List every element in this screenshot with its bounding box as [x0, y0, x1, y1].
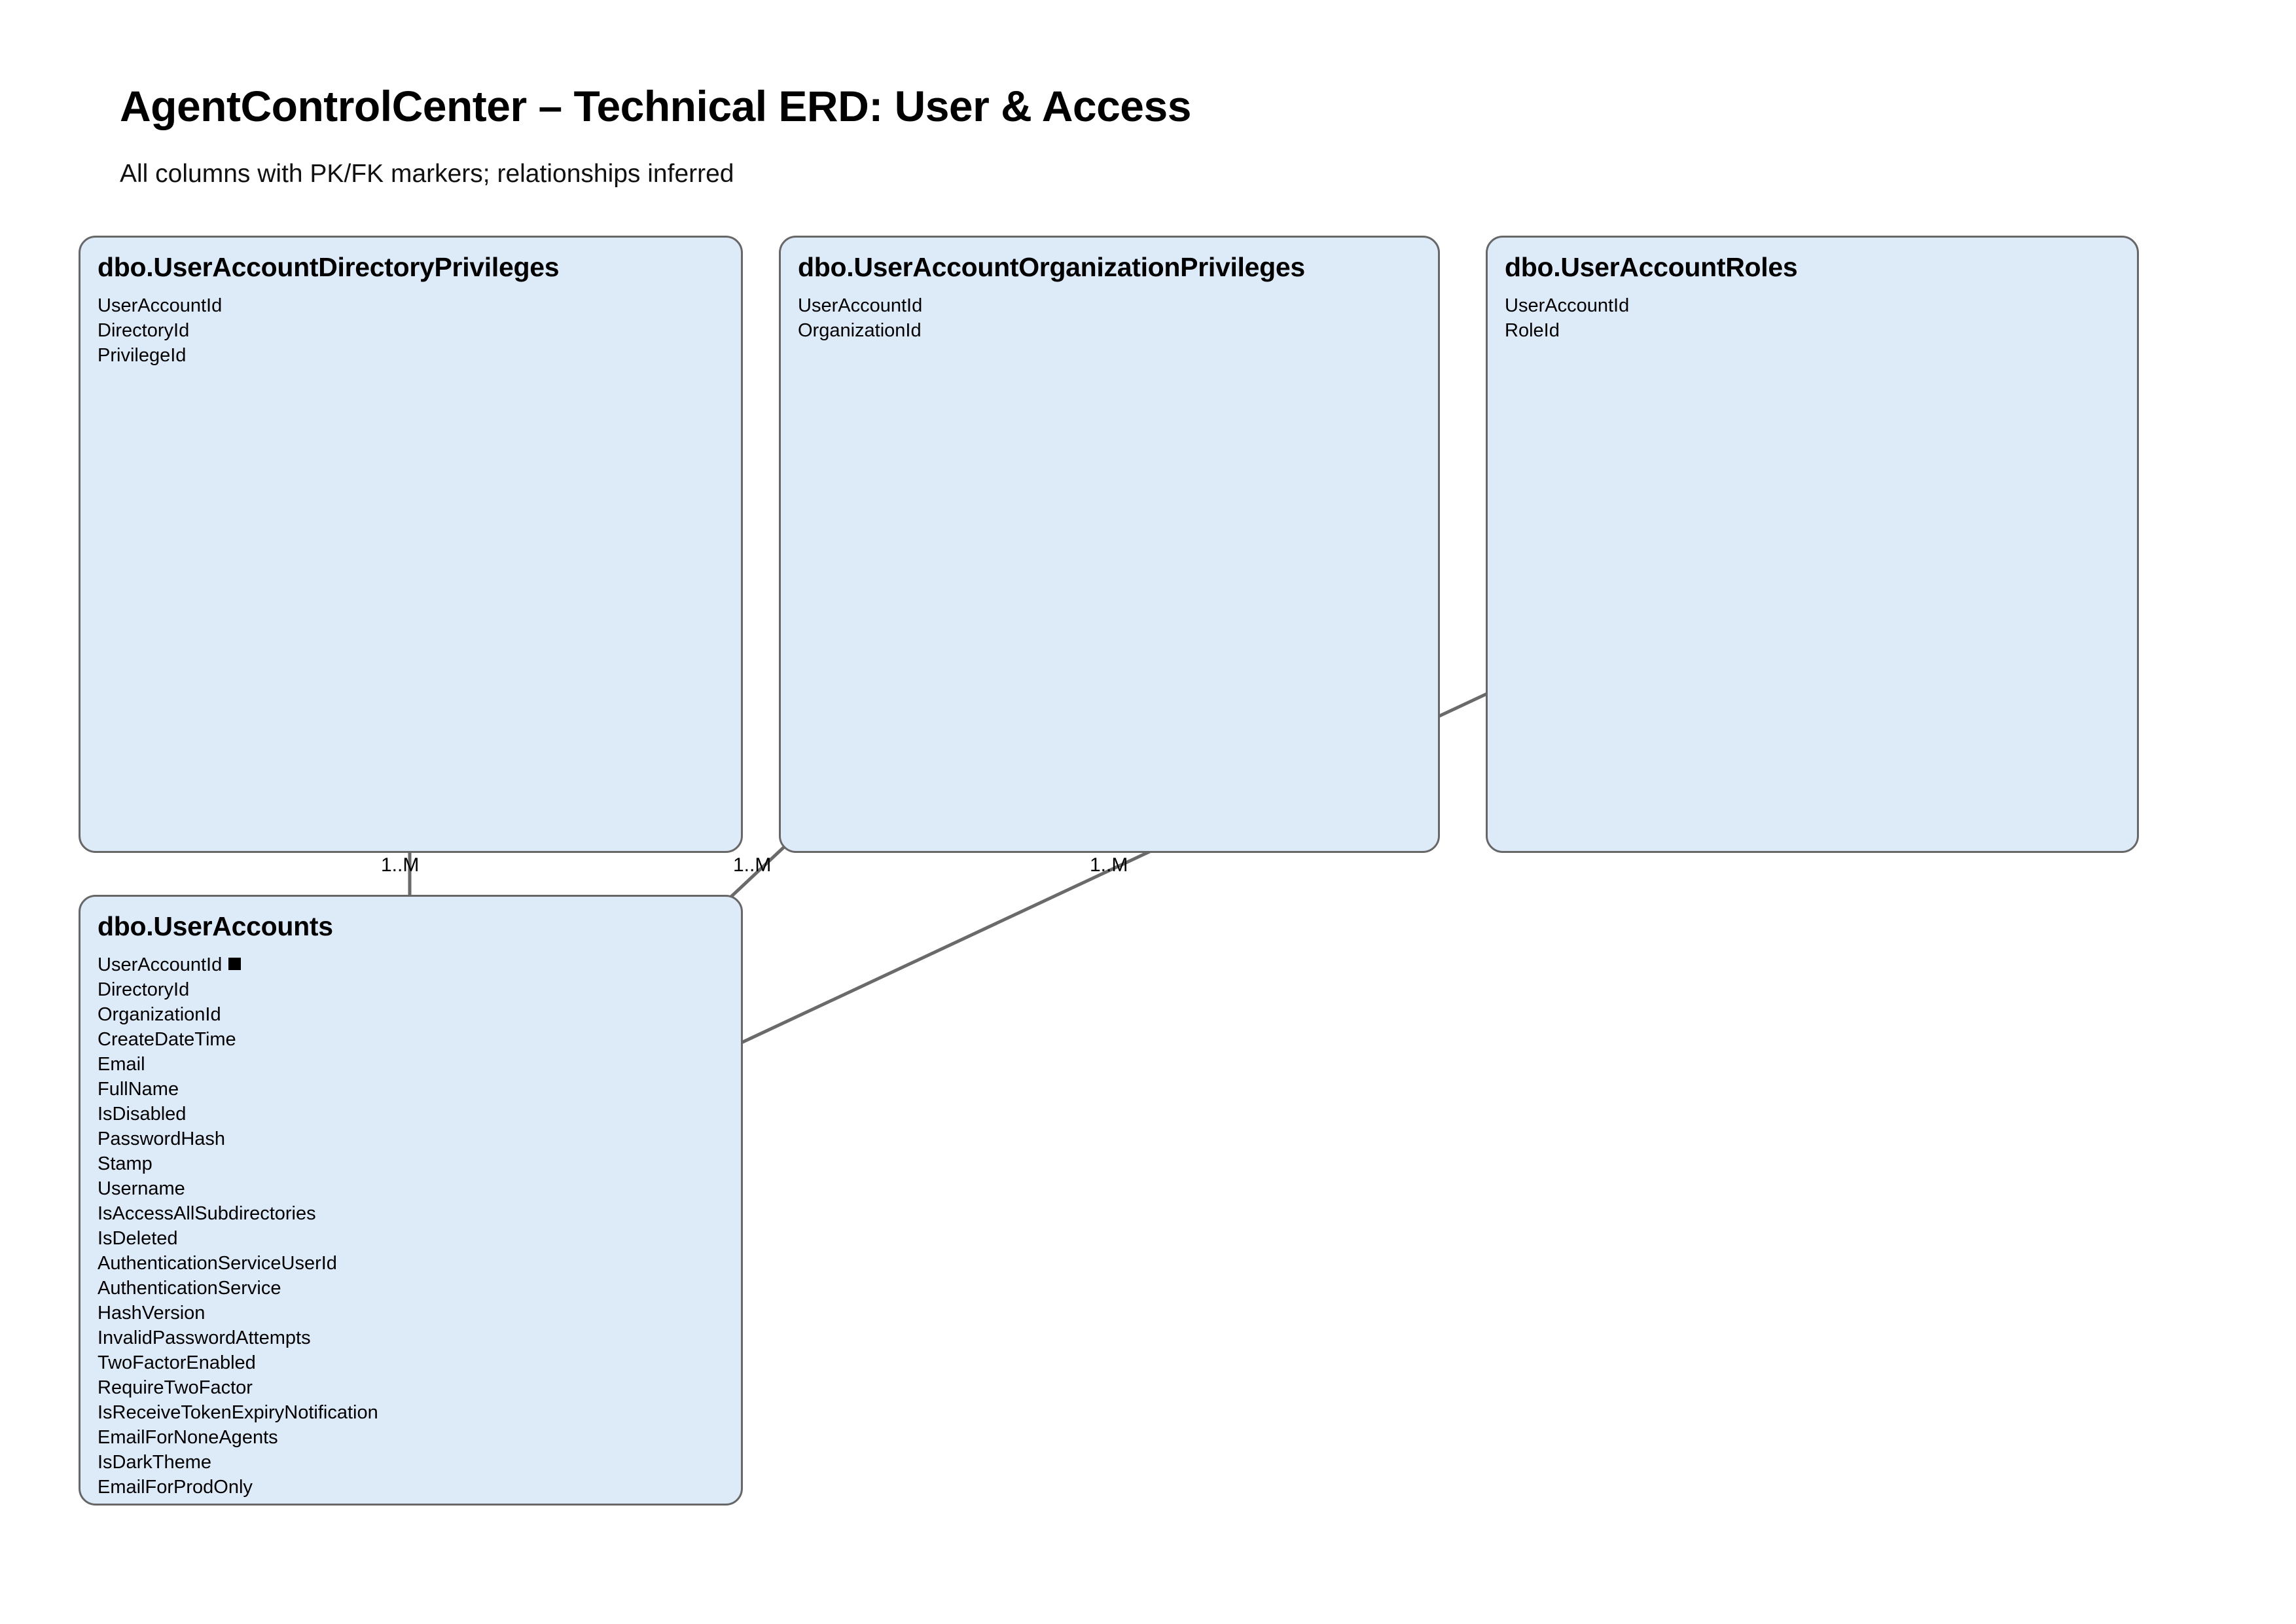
entity-title: dbo.UserAccounts — [98, 911, 333, 941]
column-row: RoleId — [1505, 318, 2133, 343]
column-name: TwoFactorEnabled — [98, 1352, 256, 1373]
column-row: PrivilegeId — [98, 343, 737, 368]
column-name: EmailForProdOnly — [98, 1477, 253, 1498]
column-name: HashVersion — [98, 1303, 206, 1324]
column-row: TwoFactorEnabled — [98, 1350, 737, 1375]
page-subtitle: All columns with PK/FK markers; relation… — [120, 160, 734, 188]
column-name: DirectoryId — [98, 979, 190, 1000]
cardinality-label-uadp: 1..M — [381, 854, 420, 876]
cardinality-label-uaop: 1..M — [733, 854, 772, 876]
column-name: IsReceiveTokenExpiryNotification — [98, 1402, 378, 1423]
column-name: IsDisabled — [98, 1104, 187, 1125]
column-row: HashVersion — [98, 1301, 737, 1326]
column-name: Username — [98, 1178, 185, 1199]
column-row: CreateDateTime — [98, 1027, 737, 1052]
column-row: IsDisabled — [98, 1102, 737, 1127]
column-row: Username — [98, 1176, 737, 1201]
column-name: RequireTwoFactor — [98, 1377, 253, 1398]
primary-key-marker-icon — [228, 958, 242, 970]
column-row: OrganizationId — [798, 318, 1434, 343]
column-name: UserAccountId — [98, 954, 223, 975]
column-name: AuthenticationServiceUserId — [98, 1253, 337, 1274]
column-name: DirectoryId — [98, 320, 190, 341]
column-name: RoleId — [1505, 320, 1560, 341]
entity-useraccountorganizationprivileges[interactable]: dbo.UserAccountOrganizationPrivileges Us… — [779, 236, 1440, 853]
column-row: OrganizationId — [98, 1002, 737, 1027]
column-row: IsReceiveTokenExpiryNotification — [98, 1400, 737, 1425]
cardinality-label-uar: 1..M — [1090, 854, 1128, 876]
column-row: InvalidPasswordAttempts — [98, 1326, 737, 1350]
column-name: AuthenticationService — [98, 1278, 281, 1299]
column-row: AuthenticationService — [98, 1276, 737, 1301]
page-title: AgentControlCenter – Technical ERD: User… — [120, 82, 1191, 130]
column-row: EmailForNoneAgents — [98, 1425, 737, 1450]
column-row: FullName — [98, 1077, 737, 1102]
column-row: AuthenticationServiceUserId — [98, 1251, 737, 1276]
column-row: IsDarkTheme — [98, 1450, 737, 1475]
column-name: IsDarkTheme — [98, 1452, 212, 1473]
column-row: RequireTwoFactor — [98, 1375, 737, 1400]
column-row: IsDeleted — [98, 1226, 737, 1251]
column-row: EmailForProdOnly — [98, 1475, 737, 1500]
column-name: IsAccessAllSubdirectories — [98, 1203, 316, 1224]
column-name: IsDeleted — [98, 1228, 178, 1249]
column-name: OrganizationId — [798, 320, 922, 341]
column-name: Email — [98, 1054, 145, 1075]
column-row: UserAccountId — [98, 952, 737, 977]
entity-title: dbo.UserAccountRoles — [1505, 252, 1798, 282]
column-row: Stamp — [98, 1151, 737, 1176]
column-row: UserAccountId — [98, 293, 737, 318]
column-name: InvalidPasswordAttempts — [98, 1327, 311, 1348]
column-name: OrganizationId — [98, 1004, 221, 1025]
column-row: DirectoryId — [98, 318, 737, 343]
column-row: Email — [98, 1052, 737, 1077]
column-name: PasswordHash — [98, 1128, 226, 1149]
column-name: UserAccountId — [98, 295, 223, 316]
column-row: PasswordHash — [98, 1127, 737, 1151]
column-name: PrivilegeId — [98, 345, 187, 366]
column-name: EmailForNoneAgents — [98, 1427, 278, 1448]
column-name: Stamp — [98, 1153, 152, 1174]
column-name: FullName — [98, 1079, 179, 1100]
column-name: UserAccountId — [798, 295, 923, 316]
column-name: CreateDateTime — [98, 1029, 236, 1050]
column-row: IsAccessAllSubdirectories — [98, 1201, 737, 1226]
column-row: UserAccountId — [798, 293, 1434, 318]
entity-title: dbo.UserAccountDirectoryPrivileges — [98, 252, 560, 282]
column-row: UserAccountId — [1505, 293, 2133, 318]
column-row: DirectoryId — [98, 977, 737, 1002]
entity-title: dbo.UserAccountOrganizationPrivileges — [798, 252, 1305, 282]
entity-useraccountdirectoryprivileges[interactable]: dbo.UserAccountDirectoryPrivileges UserA… — [79, 236, 743, 853]
column-name: UserAccountId — [1505, 295, 1630, 316]
